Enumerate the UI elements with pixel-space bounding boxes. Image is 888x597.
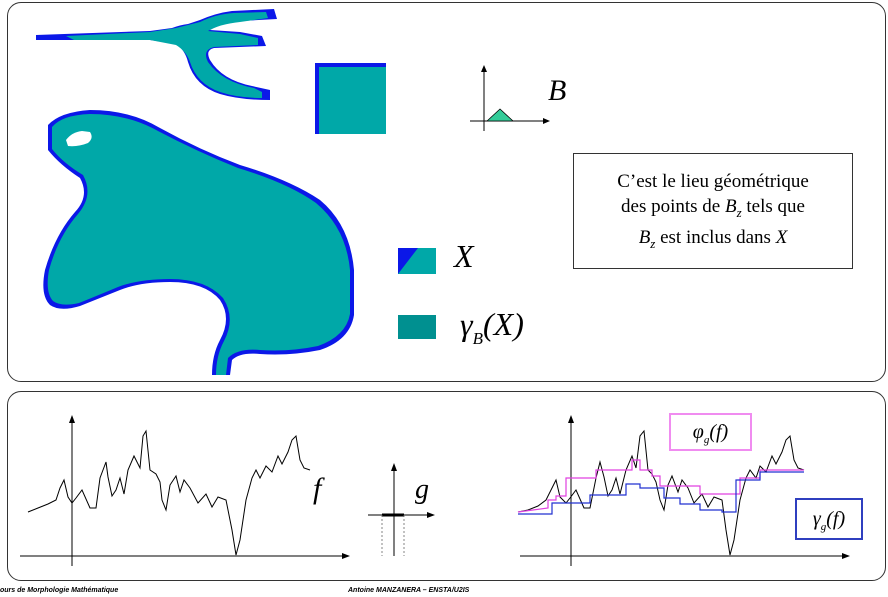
note-x: X xyxy=(775,227,788,248)
f-label: f xyxy=(313,472,322,505)
note-z: z xyxy=(650,236,656,251)
blob-shape xyxy=(43,110,354,375)
fork-shape xyxy=(36,9,277,100)
gamma-symbol: γ xyxy=(812,508,821,530)
footer-left: ours de Morphologie Mathématique xyxy=(0,587,119,594)
gamma-symbol: γ xyxy=(460,306,473,342)
gamma-sub: g xyxy=(820,521,827,533)
g-label: g xyxy=(415,474,429,505)
note-text: des points de xyxy=(621,196,725,217)
function-g-axes xyxy=(368,463,435,556)
legend-x-label: X xyxy=(454,238,474,274)
definition-note: C’est le lieu géométrique des points de … xyxy=(573,153,853,269)
phi-arg: (f) xyxy=(709,421,729,443)
note-b: B xyxy=(724,196,737,217)
gamma-sub: B xyxy=(472,329,483,348)
note-line-3: Bz est inclus dans X xyxy=(574,225,852,256)
legend-gamma-label: γB(X) xyxy=(460,306,524,349)
phi-symbol: φ xyxy=(692,421,704,443)
square-shape xyxy=(315,63,386,134)
closing-label: φg(f) xyxy=(669,413,752,451)
gamma-arg: (X) xyxy=(483,306,524,342)
footer-right: Antoine MANZANERA – ENSTA/U2IS xyxy=(348,587,470,594)
function-f-plot xyxy=(20,415,350,566)
note-text: est inclus dans xyxy=(655,227,776,248)
note-b: B xyxy=(638,227,651,248)
function-filters-plot xyxy=(517,415,850,566)
note-z: z xyxy=(736,205,742,220)
phi-sub: g xyxy=(703,434,710,446)
b-label: B xyxy=(548,74,567,107)
note-text: tels que xyxy=(741,196,805,217)
gamma-arg: (f) xyxy=(826,508,846,530)
legend-x-swatch xyxy=(398,248,436,274)
structuring-element-axes xyxy=(470,65,550,131)
legend-gamma-swatch xyxy=(398,315,436,339)
opening-label: γg(f) xyxy=(795,498,863,540)
note-line-2: des points de Bz tels que xyxy=(574,194,852,225)
note-line-1: C’est le lieu géométrique xyxy=(617,171,809,192)
